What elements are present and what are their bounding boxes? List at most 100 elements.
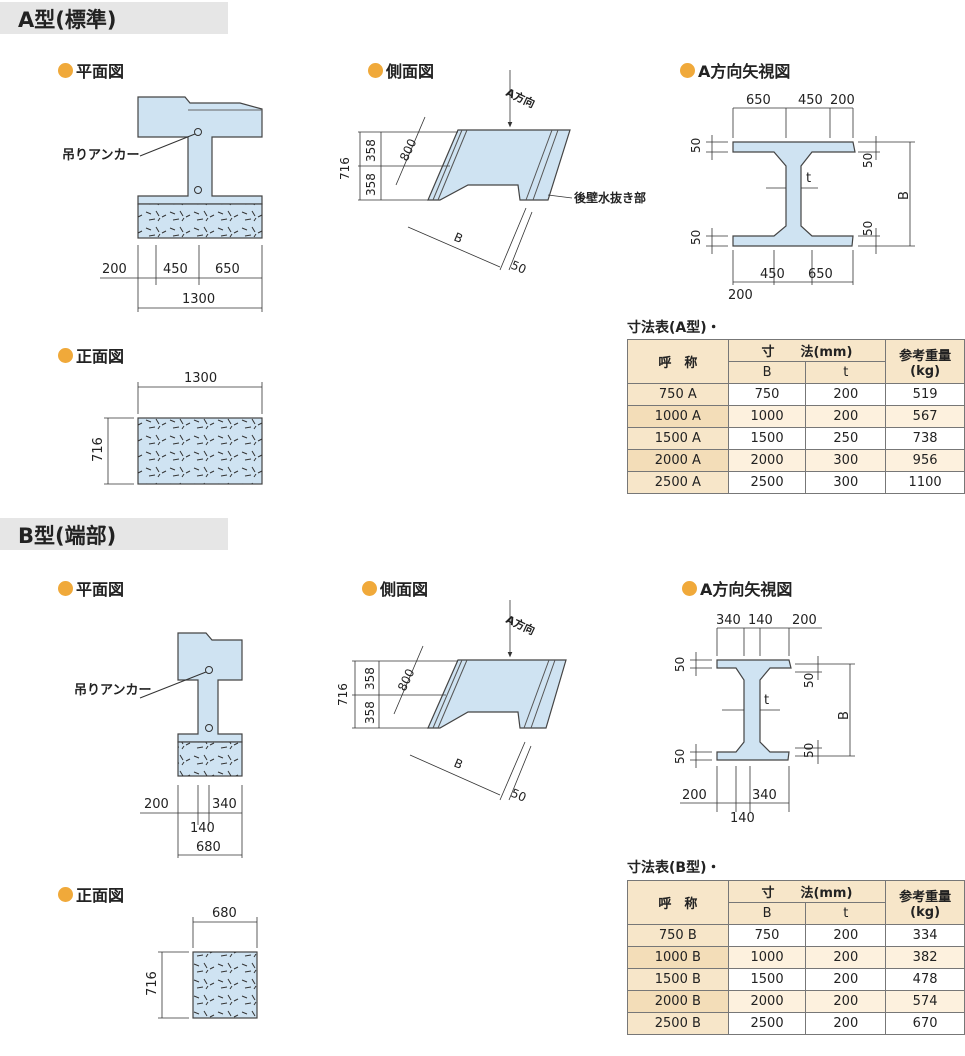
section-b-title: B型(端部): [18, 524, 117, 548]
b-front-dim-716: 716: [145, 971, 160, 996]
a-arrow-dim-450-bottom: 450: [760, 267, 785, 282]
a-arrow-dim-650: 650: [746, 93, 771, 108]
a-plan-dim-200: 200: [102, 262, 127, 277]
b-arrow-dim-50-tr: 50: [802, 673, 816, 688]
a-arrow-dim-50-tl: 50: [689, 138, 703, 153]
b-side-dim-358-bottom: 358: [363, 701, 377, 724]
a-side-dim-50: 50: [509, 258, 529, 277]
b-side-dim-800: 800: [395, 667, 417, 694]
b-th-dim: 寸 法(mm): [727, 880, 887, 903]
b-front-dim-680: 680: [212, 906, 237, 921]
bullet-icon: [680, 63, 695, 78]
bullet-icon: [58, 887, 73, 902]
a-th-b: B: [727, 361, 807, 384]
b-arrow-dim-50-tl: 50: [673, 657, 687, 672]
a-arrow-dim-200-bottom: 200: [728, 288, 753, 303]
b-side-dim-b: B: [452, 756, 465, 772]
b-arrow-title: A方向矢視図: [682, 576, 792, 600]
b-anchor-label: 吊りアンカー: [74, 683, 151, 698]
a-th-t: t: [805, 361, 887, 384]
b-plan-dim-200: 200: [144, 797, 169, 812]
bullet-icon: [682, 581, 697, 596]
b-front-title: 正面図: [58, 882, 124, 906]
a-dir-label: A方向: [504, 85, 538, 111]
a-th-name: 呼 称: [627, 339, 729, 384]
bullet-icon: [58, 348, 73, 363]
b-side-dim-716: 716: [336, 683, 350, 706]
b-arrow-dim-340: 340: [716, 613, 741, 628]
a-arrow-dim-b: B: [897, 191, 912, 200]
a-drain-label: 後壁水抜き部: [574, 190, 646, 205]
b-arrow-dim-140: 140: [748, 613, 773, 628]
section-a-title: A型(標準): [18, 8, 117, 32]
section-a-header: A型(標準): [0, 2, 228, 34]
bullet-icon: [362, 581, 377, 596]
a-plan-dim-1300: 1300: [182, 292, 215, 307]
a-plan-dim-450: 450: [163, 262, 188, 277]
b-dir-label: A方向: [504, 612, 538, 638]
a-side-dim-358-top: 358: [364, 139, 378, 162]
a-arrow-dim-50-bl: 50: [689, 230, 703, 245]
a-plan-title: 平面図: [58, 58, 124, 82]
b-arrow-dim-50-bl: 50: [673, 749, 687, 764]
b-th-t: t: [805, 902, 887, 925]
b-arrow-dim-140-bottom: 140: [730, 811, 755, 826]
b-side-view: 716 358 358 800 B 50 A方向: [336, 600, 567, 805]
a-front-dim-1300: 1300: [184, 371, 217, 386]
b-th-name: 呼 称: [627, 880, 729, 925]
a-arrow-dim-650-bottom: 650: [808, 267, 833, 282]
a-arrow-title: A方向矢視図: [680, 58, 790, 82]
b-arrow-dim-50-br: 50: [802, 743, 816, 758]
b-side-title: 側面図: [362, 576, 428, 600]
a-arrow-dim-50-tr: 50: [861, 153, 875, 168]
a-th-dim: 寸 法(mm): [727, 339, 887, 362]
bullet-icon: [58, 63, 73, 78]
a-front-title: 正面図: [58, 343, 124, 367]
a-arrow-dim-50-br: 50: [861, 221, 875, 236]
b-table-title: 寸法表(B型)・: [627, 860, 721, 876]
b-arrow-dim-t: t: [764, 693, 769, 708]
b-arrow-dim-340-bottom: 340: [752, 788, 777, 803]
b-arrow-dim-200-bottom: 200: [682, 788, 707, 803]
a-side-dim-716: 716: [338, 157, 352, 180]
a-th-weight: 参考重量(kg): [885, 339, 965, 384]
bullet-icon: [58, 581, 73, 596]
b-plan-view: 吊りアンカー 200 340 140 680: [74, 632, 243, 858]
a-arrow-view: 650 450 200 50 50 50 50 t B 450 650 200: [689, 93, 915, 303]
a-front-view: 1300 716: [91, 371, 263, 485]
a-side-title: 側面図: [368, 58, 434, 82]
a-arrow-dim-450: 450: [798, 93, 823, 108]
bullet-icon: [368, 63, 383, 78]
a-table-title: 寸法表(A型)・: [627, 320, 721, 336]
a-side-dim-800: 800: [397, 137, 419, 164]
a-arrow-dim-200: 200: [830, 93, 855, 108]
b-arrow-dim-200: 200: [792, 613, 817, 628]
section-b-header: B型(端部): [0, 518, 228, 550]
a-front-dim-716: 716: [91, 437, 106, 462]
b-th-b: B: [727, 902, 807, 925]
b-plan-dim-340: 340: [212, 797, 237, 812]
b-th-weight: 参考重量(kg): [885, 880, 965, 925]
a-side-view: 716 358 358 800 B 50 A方向 後壁水抜き部: [338, 70, 646, 277]
a-plan-dim-650: 650: [215, 262, 240, 277]
b-front-view: 680 716: [145, 906, 258, 1019]
b-side-dim-358-top: 358: [363, 667, 377, 690]
b-plan-dim-680: 680: [196, 840, 221, 855]
a-side-dim-358-bottom: 358: [364, 173, 378, 196]
b-plan-dim-140: 140: [190, 821, 215, 836]
b-plan-title: 平面図: [58, 576, 124, 600]
a-side-dim-b: B: [452, 230, 465, 246]
